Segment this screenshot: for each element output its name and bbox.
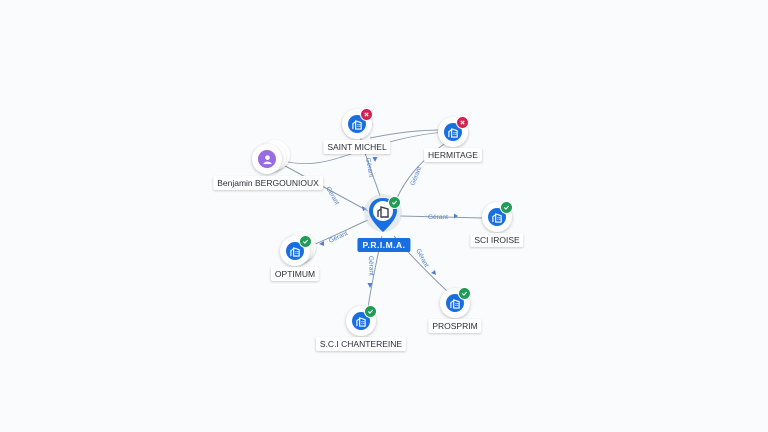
arrow-marker [431, 270, 436, 275]
node-label-sci-chantereine: S.C.I CHANTEREINE [315, 337, 407, 351]
check-icon [302, 239, 309, 244]
building-icon [447, 127, 458, 138]
edge-label: Gérant [364, 157, 374, 178]
arrow-marker [454, 213, 458, 219]
check-icon [367, 309, 374, 314]
building-icon [289, 246, 300, 257]
building-icon [377, 206, 389, 218]
node-label-saint-michel: SAINT MICHEL [323, 140, 391, 154]
check-icon [461, 291, 468, 296]
building-icon [449, 298, 460, 309]
edge-sci-iroise-center [399, 215, 485, 219]
node-label-sci-iroise: SCI IROISE [470, 233, 524, 247]
arrow-marker [372, 157, 378, 162]
building-icon [491, 212, 502, 223]
user-icon [262, 154, 272, 164]
check-icon [391, 200, 398, 205]
arrow-marker [362, 206, 367, 211]
edge-saint-michel-hermitage [369, 129, 445, 139]
building-icon [355, 316, 366, 327]
node-label-center: P.R.I.M.A. [357, 238, 411, 252]
arrow-marker [367, 283, 373, 288]
node-label-hermitage: HERMITAGE [424, 148, 482, 162]
node-label-optimum: OPTIMUM [270, 267, 320, 281]
edge-hermitage-center [395, 139, 451, 201]
check-icon [503, 205, 510, 210]
building-icon [351, 119, 362, 130]
edge-label: Gérant [328, 230, 349, 245]
node-label-prosprim: PROSPRIM [428, 319, 482, 333]
edge-label: Gérant [324, 186, 340, 207]
arrow-marker [319, 241, 324, 246]
cross-icon [460, 120, 465, 125]
edge-label: Gérant [409, 166, 423, 187]
edge-label: Gérant [367, 256, 375, 276]
edge-person-hermitage [279, 131, 445, 164]
edge-label: Gérant [414, 248, 430, 269]
node-label-person: Benjamin BERGOUNIOUX [213, 176, 323, 190]
cross-icon [364, 112, 369, 117]
edge-label: Gérant [428, 214, 448, 221]
